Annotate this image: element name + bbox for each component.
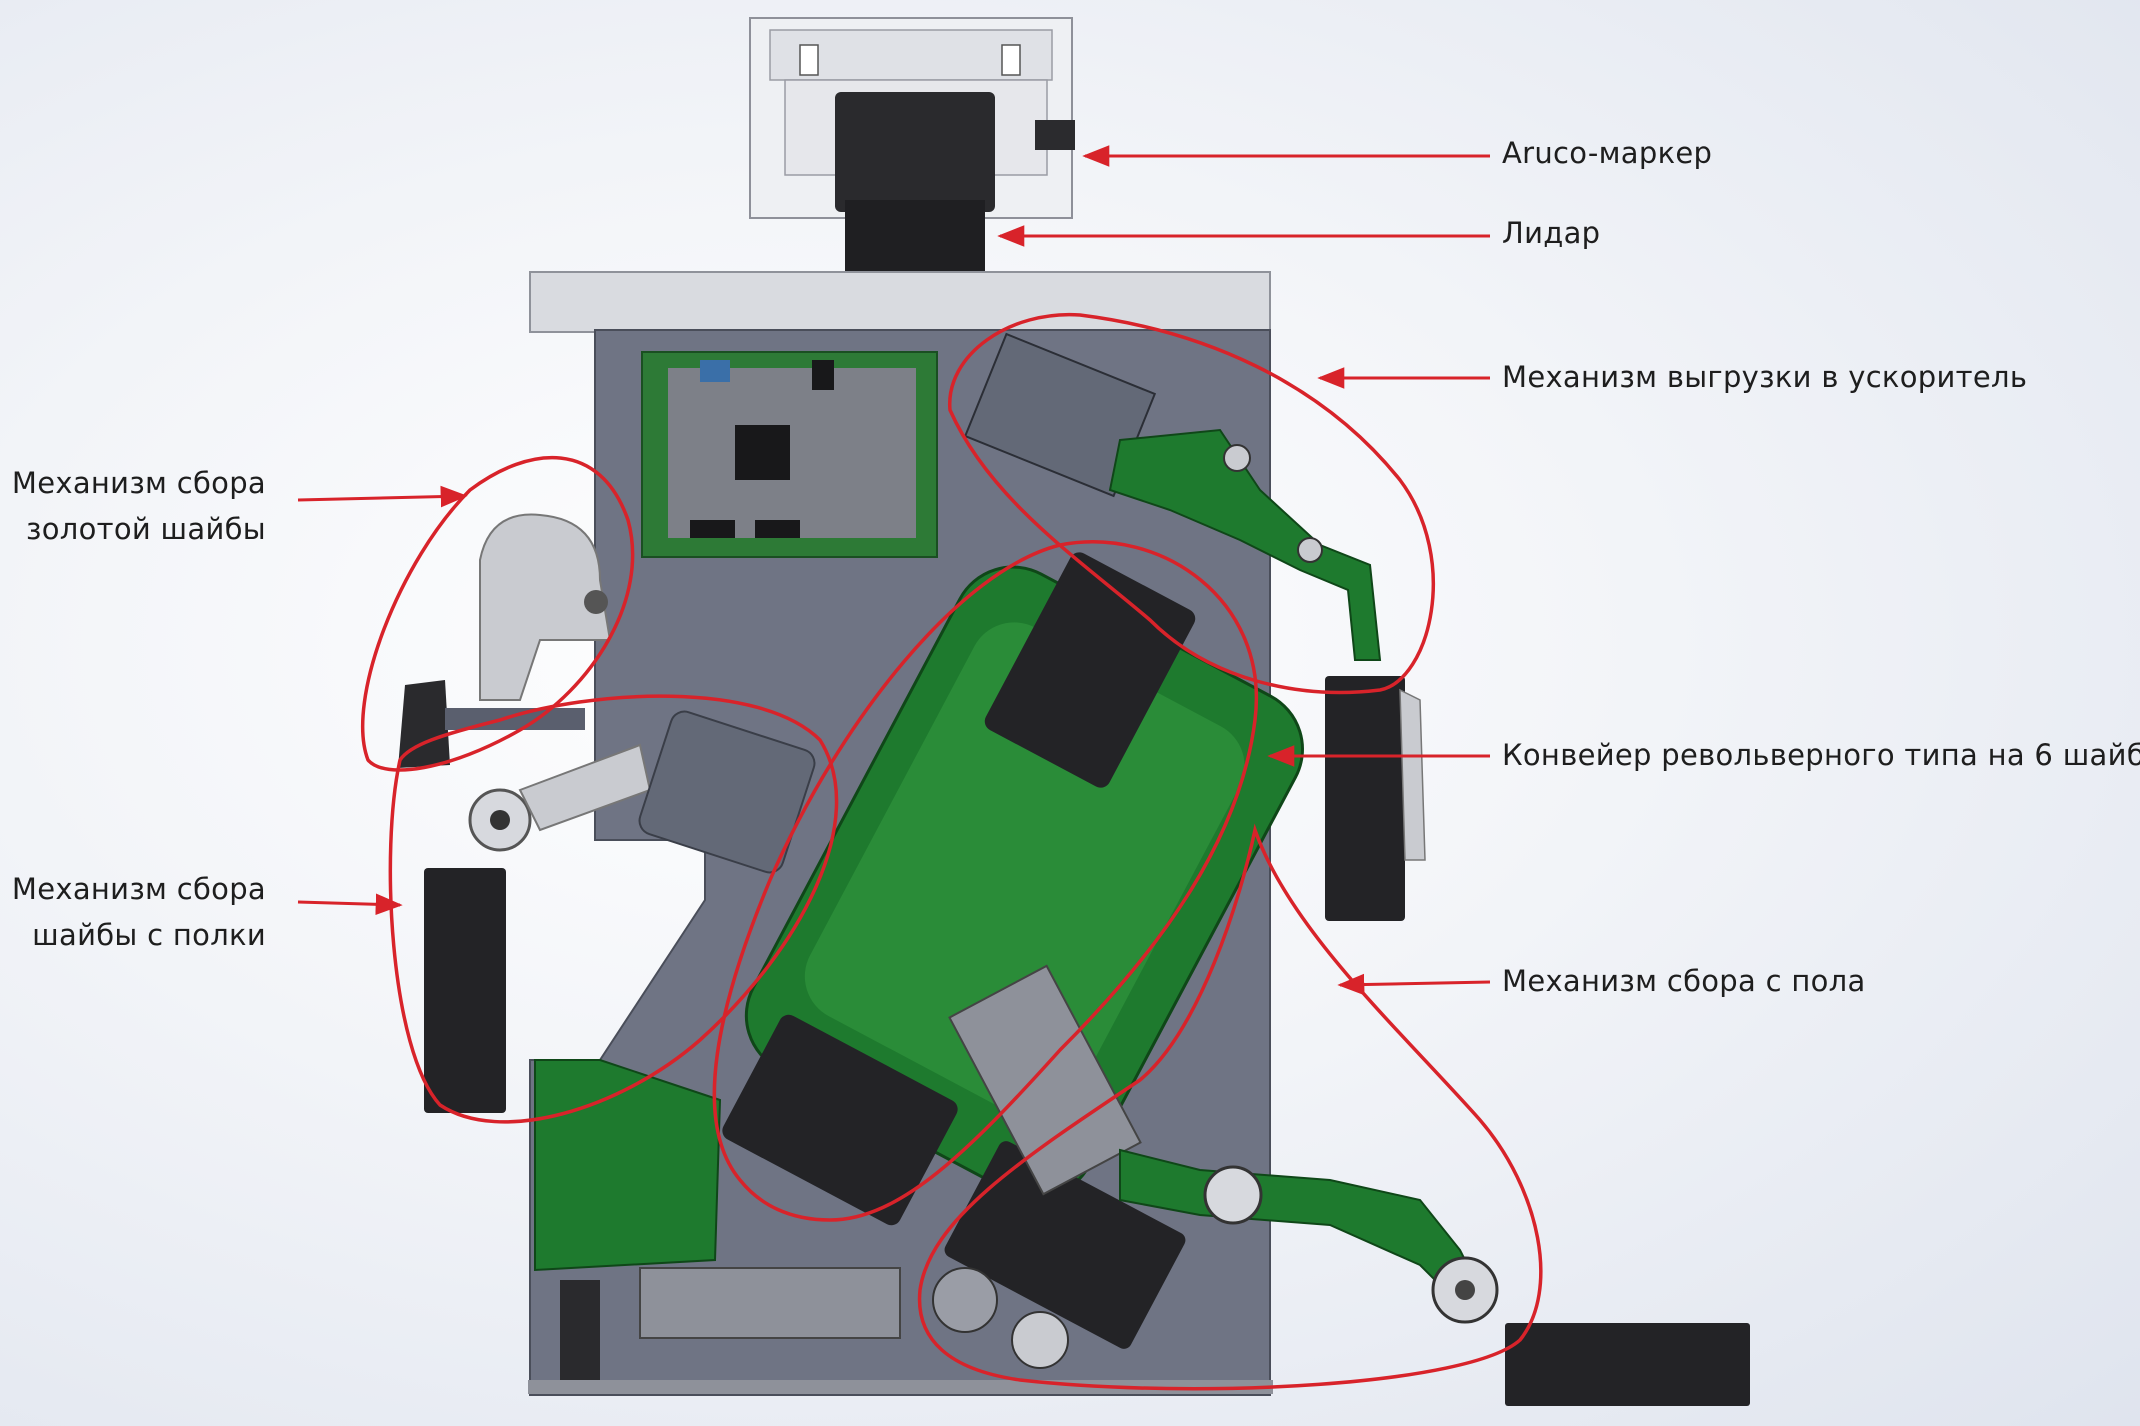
right-wheel [1325,676,1426,921]
label-lidar: Лидар [1502,216,1601,250]
label-shelf-line1: Механизм сбора [11,872,266,906]
label-aruco: Aruco-маркер [1502,136,1713,170]
shelf-puck-mechanism [424,710,816,1113]
outline-gold [360,455,635,772]
label-gold-line2: золотой шайбы [26,512,266,546]
arrows [297,145,1491,996]
label-unload: Механизм выгрузки в ускоритель [1502,360,2028,394]
outline-conveyor [712,540,1259,1222]
label-conveyor: Конвейер револьверного типа на 6 шайб [1502,738,2140,772]
label-gold-line1: Механизм сбора [11,466,266,500]
controller-board [641,351,938,558]
arrow-icon [297,485,468,508]
outline-unload [948,312,1435,695]
highlight-outlines [360,312,1543,1391]
outline-floor [917,823,1543,1391]
outline-shelf [388,694,839,1124]
label-shelf-line2: шайбы с полки [32,918,266,952]
arrow-icon [1337,973,1491,996]
revolver-conveyor [722,552,1304,1349]
gold-puck-mechanism [398,513,612,768]
arrow-icon [297,893,403,916]
floor-collection-mechanism [932,1148,1750,1406]
lower-left-frame [534,1059,901,1380]
label-floor: Механизм сбора с пола [1502,964,1866,998]
unload-mechanism [963,332,1382,661]
